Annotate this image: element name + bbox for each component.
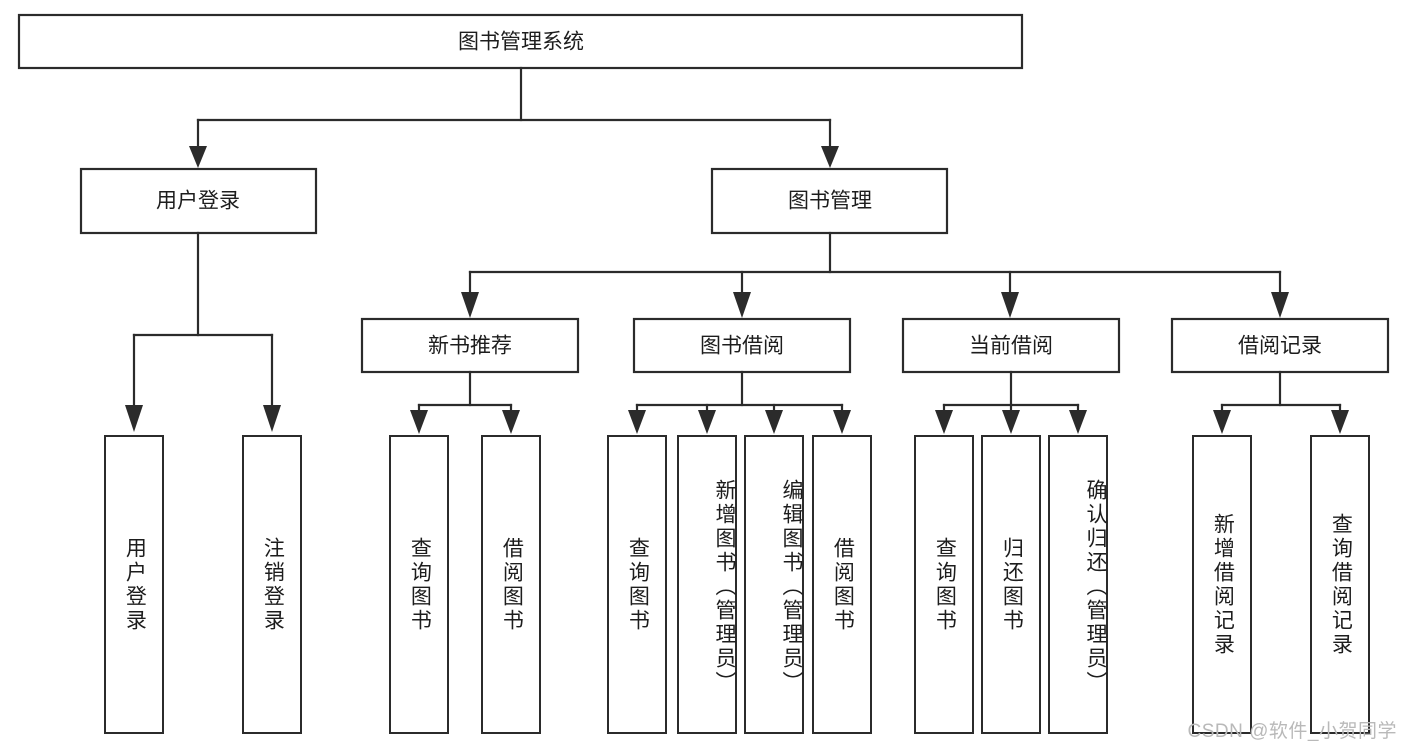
leaf-label-query-book-current: 查询图书: [933, 536, 957, 633]
leaf-label-confirm-return: 确认归还（管理员）: [1084, 478, 1107, 695]
arrow-head-leaf-add-book: [698, 410, 716, 434]
arrow-head-leaf-query-book-1: [410, 410, 428, 434]
leaf-label-add-book: 新增图书（管理员）: [713, 478, 736, 695]
leaf-node-query-book-borrow[interactable]: 查询图书: [607, 435, 667, 734]
leaf-node-return-book[interactable]: 归还图书: [981, 435, 1041, 734]
arrow-head-leaf-query-record: [1331, 410, 1349, 434]
arrow-head-book-borrow: [733, 292, 751, 318]
csdn-watermark: CSDN @软件_小贺同学: [1187, 721, 1397, 742]
leaf-node-user-login[interactable]: 用户登录: [104, 435, 164, 734]
arrow-head-leaf-logout: [263, 405, 281, 432]
leaf-label-borrow-book-borrow: 借阅图书: [831, 536, 855, 633]
arrow-head-new-book-recommend: [461, 292, 479, 318]
node-borrow-record-box[interactable]: [1170, 317, 1390, 374]
leaf-node-borrow-book-recommend[interactable]: 借阅图书: [481, 435, 541, 734]
leaf-node-confirm-return[interactable]: 确认归还（管理员）: [1048, 435, 1108, 734]
arrow-head-leaf-query-book-2: [628, 410, 646, 434]
leaf-label-query-book-recommend: 查询图书: [408, 536, 432, 633]
node-user-login-label: 用户登录: [156, 190, 240, 213]
node-borrow-record-label: 借阅记录: [1238, 335, 1322, 358]
arrow-head-leaf-edit-book: [765, 410, 783, 434]
node-book-borrow-label: 图书借阅: [700, 335, 784, 358]
arrow-head-leaf-user-login: [125, 405, 143, 432]
node-current-borrow-label: 当前借阅: [969, 335, 1053, 358]
node-book-management-label: 图书管理: [788, 190, 872, 213]
leaf-label-user-login: 用户登录: [123, 536, 147, 633]
leaf-node-query-borrow-record[interactable]: 查询借阅记录: [1310, 435, 1370, 734]
leaf-node-edit-book[interactable]: 编辑图书（管理员）: [744, 435, 804, 734]
leaf-label-borrow-book-recommend: 借阅图书: [500, 536, 524, 633]
node-new-book-recommend-label: 新书推荐: [428, 335, 512, 358]
arrow-head-leaf-borrow-book-1: [502, 410, 520, 434]
node-new-book-recommend-box[interactable]: [360, 317, 580, 374]
arrow-head-leaf-confirm-return: [1069, 410, 1087, 434]
arrow-head-borrow-record: [1271, 292, 1289, 318]
arrow-head-book-mgmt: [821, 146, 839, 168]
arrow-head-leaf-add-record: [1213, 410, 1231, 434]
node-book-borrow-box[interactable]: [632, 317, 852, 374]
leaf-node-add-book[interactable]: 新增图书（管理员）: [677, 435, 737, 734]
arrow-head-leaf-query-book-3: [935, 410, 953, 434]
leaf-node-add-borrow-record[interactable]: 新增借阅记录: [1192, 435, 1252, 734]
leaf-node-query-book-recommend[interactable]: 查询图书: [389, 435, 449, 734]
arrow-head-current-borrow: [1001, 292, 1019, 318]
node-user-login-box[interactable]: [79, 167, 318, 235]
leaf-label-edit-book: 编辑图书（管理员）: [780, 478, 803, 695]
leaf-label-add-borrow-record: 新增借阅记录: [1211, 512, 1235, 657]
leaf-label-query-book-borrow: 查询图书: [626, 536, 650, 633]
leaf-node-logout[interactable]: 注销登录: [242, 435, 302, 734]
leaf-node-query-book-current[interactable]: 查询图书: [914, 435, 974, 734]
arrow-head-leaf-borrow-book-2: [833, 410, 851, 434]
leaf-label-logout: 注销登录: [261, 536, 285, 633]
arrow-head-leaf-return-book: [1002, 410, 1020, 434]
leaf-label-query-borrow-record: 查询借阅记录: [1329, 512, 1353, 657]
node-root-box[interactable]: [17, 13, 1024, 70]
node-root-label: 图书管理系统: [458, 31, 584, 54]
leaf-label-return-book: 归还图书: [1000, 536, 1024, 633]
arrow-head-user-login: [189, 146, 207, 168]
leaf-node-borrow-book-borrow[interactable]: 借阅图书: [812, 435, 872, 734]
node-book-management-box[interactable]: [710, 167, 949, 235]
